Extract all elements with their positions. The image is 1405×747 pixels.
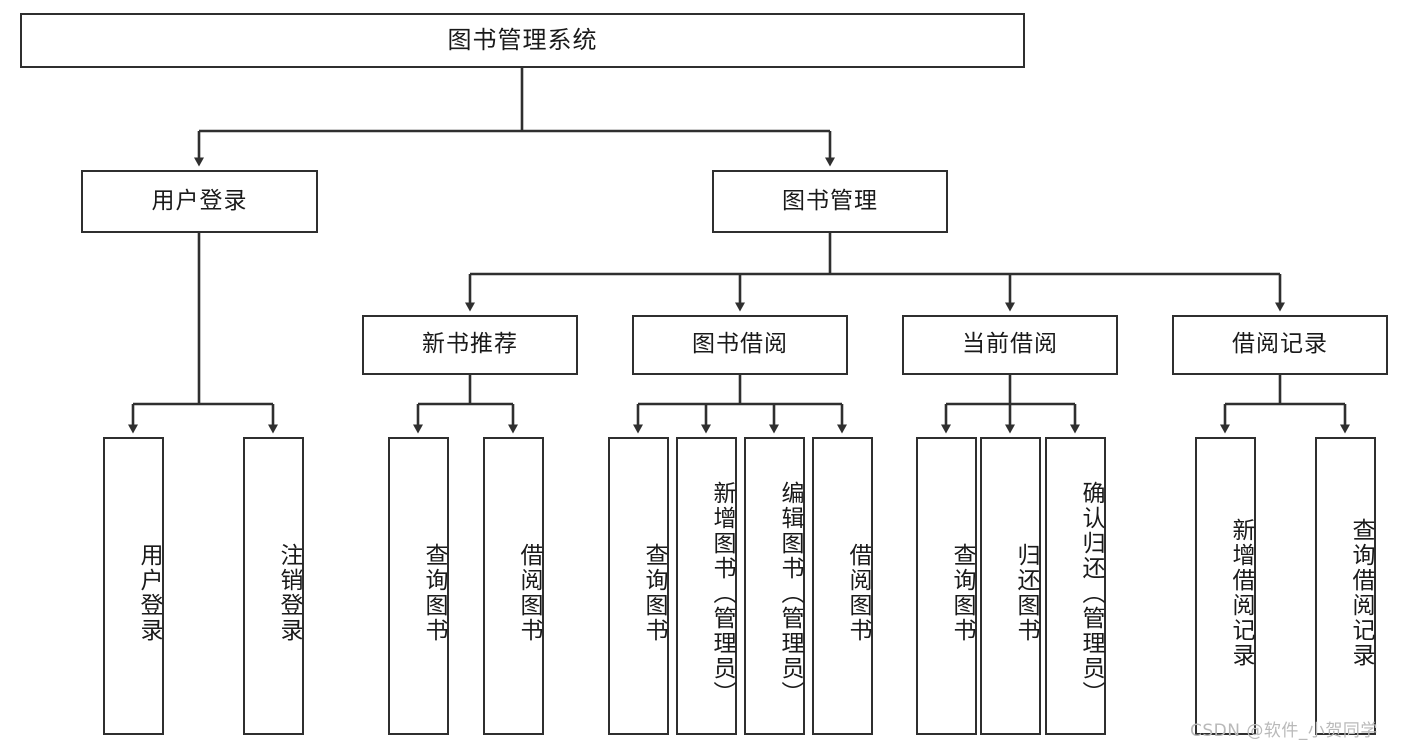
node-leaf-query-record[interactable]: 查询借阅记录 xyxy=(1315,437,1376,735)
node-book-borrow-label: 图书借阅 xyxy=(692,331,788,358)
csdn-watermark: CSDN @软件_小贺同学 xyxy=(1190,721,1378,741)
node-leaf-query-book-3-label: 查询图书 xyxy=(949,543,975,643)
node-book-manage[interactable]: 图书管理 xyxy=(712,170,948,233)
node-book-manage-label: 图书管理 xyxy=(782,187,878,214)
node-leaf-add-record[interactable]: 新增借阅记录 xyxy=(1195,437,1256,735)
node-leaf-query-book-3[interactable]: 查询图书 xyxy=(916,437,977,735)
node-leaf-logout-label: 注销登录 xyxy=(276,543,302,643)
node-leaf-return-book[interactable]: 归还图书 xyxy=(980,437,1041,735)
node-user-login-label: 用户登录 xyxy=(151,187,248,214)
node-leaf-query-book-2-label: 查询图书 xyxy=(641,543,667,643)
node-leaf-borrow-book-1[interactable]: 借阅图书 xyxy=(483,437,544,735)
node-root[interactable]: 图书管理系统 xyxy=(20,13,1025,68)
node-leaf-edit-book-label: 编辑图书（管理员） xyxy=(777,480,803,706)
node-book-borrow[interactable]: 图书借阅 xyxy=(632,315,848,375)
node-user-login[interactable]: 用户登录 xyxy=(81,170,318,233)
node-leaf-user-login[interactable]: 用户登录 xyxy=(103,437,164,735)
node-leaf-add-book-label: 新增图书（管理员） xyxy=(709,480,735,706)
node-leaf-logout[interactable]: 注销登录 xyxy=(243,437,304,735)
node-leaf-user-login-label: 用户登录 xyxy=(136,543,162,643)
node-leaf-borrow-book-2[interactable]: 借阅图书 xyxy=(812,437,873,735)
node-leaf-query-book-1-label: 查询图书 xyxy=(421,543,447,643)
node-leaf-add-book[interactable]: 新增图书（管理员） xyxy=(676,437,737,735)
node-current-borrow-label: 当前借阅 xyxy=(962,331,1058,358)
node-leaf-borrow-book-2-label: 借阅图书 xyxy=(845,543,871,643)
node-borrow-record[interactable]: 借阅记录 xyxy=(1172,315,1388,375)
node-root-label: 图书管理系统 xyxy=(447,26,598,55)
node-current-borrow[interactable]: 当前借阅 xyxy=(902,315,1118,375)
node-borrow-record-label: 借阅记录 xyxy=(1232,331,1328,358)
node-leaf-confirm-return[interactable]: 确认归还（管理员） xyxy=(1045,437,1106,735)
node-new-book-recommend[interactable]: 新书推荐 xyxy=(362,315,578,375)
node-leaf-edit-book[interactable]: 编辑图书（管理员） xyxy=(744,437,805,735)
node-leaf-return-book-label: 归还图书 xyxy=(1013,543,1039,643)
node-leaf-borrow-book-1-label: 借阅图书 xyxy=(516,543,542,643)
node-new-book-recommend-label: 新书推荐 xyxy=(422,331,518,358)
node-leaf-query-record-label: 查询借阅记录 xyxy=(1348,518,1374,668)
node-leaf-query-book-1[interactable]: 查询图书 xyxy=(388,437,449,735)
node-leaf-add-record-label: 新增借阅记录 xyxy=(1228,518,1254,668)
node-leaf-query-book-2[interactable]: 查询图书 xyxy=(608,437,669,735)
node-leaf-confirm-return-label: 确认归还（管理员） xyxy=(1078,480,1104,706)
